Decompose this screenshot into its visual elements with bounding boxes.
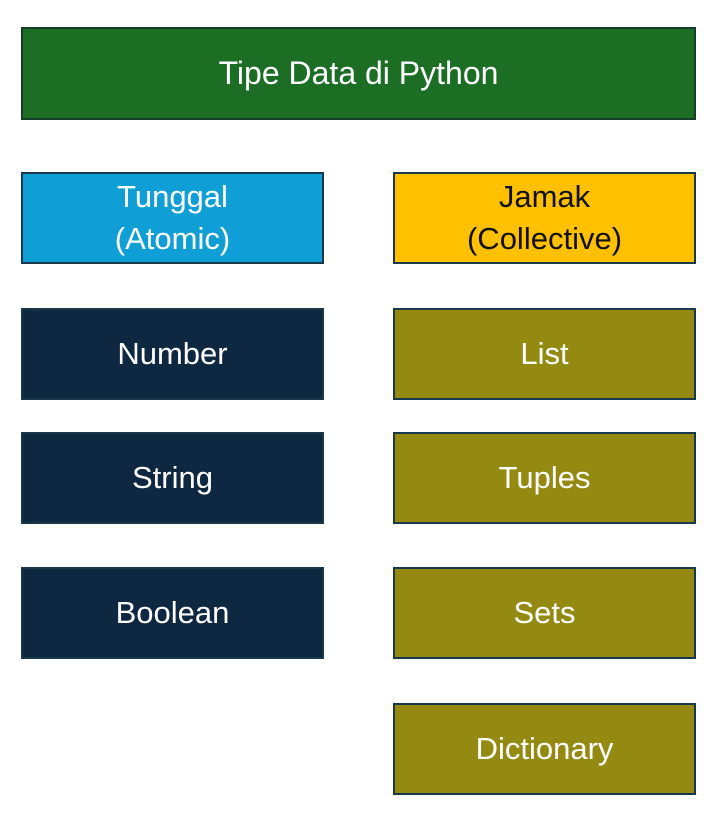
collective-header-line1: Jamak: [498, 179, 591, 215]
collective-item-sets: Sets: [393, 567, 696, 659]
collective-item-dictionary: Dictionary: [393, 703, 696, 795]
collective-item-tuples: Tuples: [393, 432, 696, 524]
diagram-title-text: Tipe Data di Python: [218, 54, 499, 91]
atomic-item-label: Boolean: [115, 595, 230, 631]
collective-item-label: Tuples: [498, 460, 591, 496]
collective-header: Jamak (Collective): [393, 172, 696, 264]
collective-header-line2: (Collective): [466, 221, 623, 256]
collective-item-label: List: [520, 336, 569, 372]
collective-item-label: Sets: [513, 595, 576, 631]
atomic-item-label: String: [132, 460, 213, 496]
atomic-item-number: Number: [21, 308, 324, 400]
atomic-header-line1: Tunggal: [117, 179, 228, 215]
atomic-header-line2: (Atomic): [114, 221, 231, 256]
collective-item-label: Dictionary: [475, 731, 614, 767]
atomic-header: Tunggal (Atomic): [21, 172, 324, 264]
diagram-title: Tipe Data di Python: [21, 27, 696, 120]
atomic-item-boolean: Boolean: [21, 567, 324, 659]
collective-item-list: List: [393, 308, 696, 400]
atomic-item-string: String: [21, 432, 324, 524]
atomic-item-label: Number: [117, 336, 228, 372]
